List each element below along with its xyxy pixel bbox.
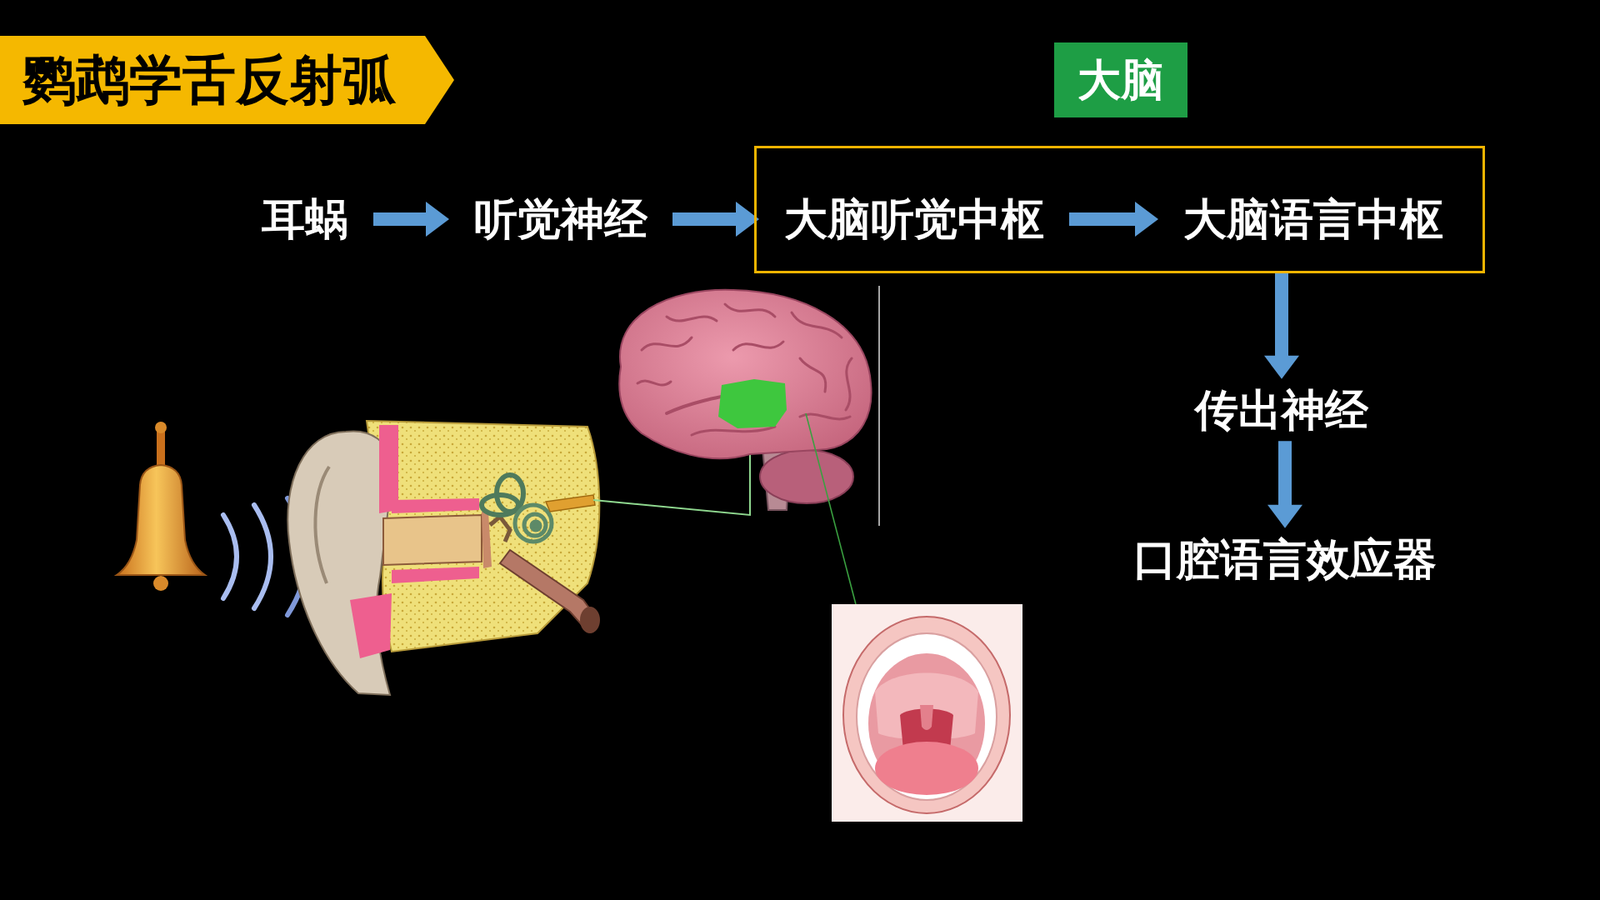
arrow-head <box>425 201 450 237</box>
arrow-head <box>1264 355 1300 380</box>
bell-body <box>116 465 205 575</box>
cerebrum <box>619 290 871 459</box>
semicircular-canals <box>481 475 524 515</box>
flow-arrow <box>1264 273 1300 380</box>
brain-region-box: 大脑听觉中枢大脑语言中枢大脑 <box>754 145 1485 274</box>
mouth-illustration <box>831 604 1023 822</box>
gyrus <box>733 341 784 350</box>
cerebellum <box>760 450 854 504</box>
bell-icon <box>116 421 205 591</box>
region-heading: 大脑 <box>1054 42 1188 118</box>
cochlea <box>515 505 552 542</box>
gyrus <box>845 358 852 410</box>
node-label: 耳蜗 <box>261 193 349 245</box>
separator-line <box>878 285 880 526</box>
arrow-shaft <box>672 212 737 226</box>
sound-wave <box>254 505 271 609</box>
tongue <box>875 741 979 795</box>
node-label: 口腔语言效应器 <box>1133 533 1437 585</box>
arrow-shaft <box>373 212 427 226</box>
auditory-nerve-tube <box>545 495 595 512</box>
gyrus <box>791 312 842 338</box>
gyrus <box>666 316 717 321</box>
ear-illustration <box>287 420 600 695</box>
sound-wave <box>223 515 237 599</box>
flow-arrow <box>373 201 450 237</box>
title-banner <box>0 35 455 125</box>
node-label: 大脑听觉中枢 <box>784 193 1045 245</box>
skin-layer <box>350 593 392 659</box>
gyrus <box>637 380 671 385</box>
process-node: 口腔语言效应器 <box>1108 528 1462 590</box>
node-label: 大脑语言中枢 <box>1183 193 1444 245</box>
ossicles <box>490 516 510 542</box>
process-node: 大脑听觉中枢 <box>759 188 1070 250</box>
brain-gyri <box>637 304 852 435</box>
cochlea-turn <box>515 505 552 542</box>
ear-canal <box>383 515 482 565</box>
process-node: 大脑语言中枢 <box>1158 188 1469 250</box>
arrow-shaft <box>1278 440 1292 506</box>
ear-tissue <box>366 420 600 652</box>
arrow-head <box>1135 201 1159 237</box>
flow-arrow <box>1267 440 1303 529</box>
ear-fold <box>315 466 330 584</box>
cochlea-turn <box>524 514 546 536</box>
teeth <box>856 633 997 800</box>
flow-arrow <box>1069 201 1159 237</box>
gyrus <box>800 358 826 392</box>
bell-knob <box>155 421 167 434</box>
arrow-shaft <box>1069 212 1136 226</box>
uvula <box>920 705 934 730</box>
gyrus <box>641 337 692 350</box>
cochlea-turn <box>531 521 540 530</box>
bell-clapper <box>153 575 169 591</box>
process-node: 耳蜗 <box>236 188 374 250</box>
arrow-head <box>1267 505 1303 529</box>
canal-loop <box>481 495 519 515</box>
node-label: 传出神经 <box>1195 384 1369 436</box>
skin-layer <box>391 498 480 514</box>
lips <box>843 616 1010 814</box>
gyrus <box>725 304 775 317</box>
mouth-panel <box>831 604 1023 822</box>
title-text: 鹦鹉学舌反射弧 <box>22 35 396 125</box>
skin-layer <box>391 566 480 584</box>
leader-line <box>805 413 862 627</box>
node-label: 听觉神经 <box>474 193 648 245</box>
tube-opening <box>580 606 600 634</box>
brain-illustration <box>619 290 871 510</box>
process-node: 听觉神经 <box>449 188 673 250</box>
arrow-shaft <box>1275 273 1289 357</box>
gyrus <box>691 426 775 435</box>
soft-palate <box>875 673 979 740</box>
outer-ear <box>287 430 394 695</box>
auditory-area <box>718 379 787 429</box>
eardrum <box>481 511 492 569</box>
flow-arrow <box>672 201 760 237</box>
process-node: 传出神经 <box>1170 379 1394 441</box>
